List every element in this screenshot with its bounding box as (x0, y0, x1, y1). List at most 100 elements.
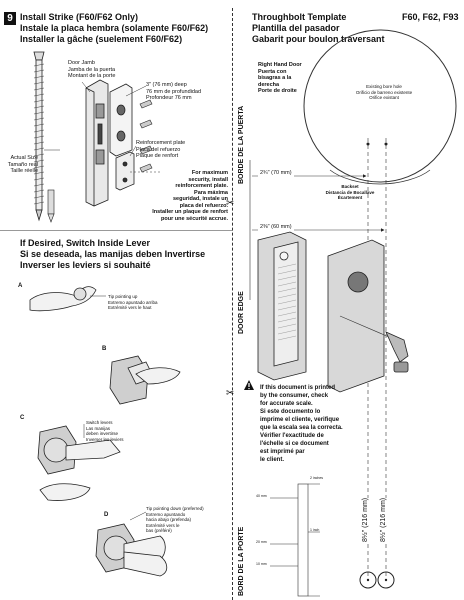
lever-a-icon (29, 286, 97, 312)
switch-levers-label: Switch levers Las manijas deben invertir… (86, 420, 124, 442)
scissors-icon: ✂ (226, 198, 235, 209)
install-strike-illustration (33, 51, 160, 223)
bore-es: Orificio de barreno existente (355, 89, 413, 95)
warning-es-3: que la escala sea la correcta. (260, 425, 343, 431)
actual-size-en: Actual Size (10, 155, 38, 161)
reinforcement-en: Reinforcement plate (136, 140, 186, 146)
backset-fr: Écartement (337, 195, 363, 200)
step-c-label: C (20, 415, 25, 421)
install-strike-title-es: Instale la placa hembra (solamente F60/F… (20, 23, 209, 33)
warning-en-3: for accurate scale. (260, 401, 313, 407)
note-line-4: Para máxima (194, 189, 228, 196)
bore-circle (303, 29, 457, 183)
actual-size-label: Actual Size Tamaño real Taille réelle (0, 155, 38, 175)
dim-70-label: 2¾" (70 mm) (258, 170, 294, 177)
template-title-es: Plantilla del pasador (252, 23, 340, 33)
tip-up-fr: Extrémité vers le haut (108, 305, 152, 310)
scale-20mm: 20 mm (256, 540, 267, 544)
template-models: F60, F62, F93 (402, 12, 459, 22)
warning-icon (244, 380, 254, 390)
door-jamb-es: Jamba de la puerta (68, 66, 116, 73)
actual-size-es: Tamaño real (7, 161, 38, 168)
section-divider (0, 230, 232, 231)
scale-10mm: 10 mm (256, 562, 267, 566)
bore-en: Existing bore hole (366, 84, 402, 89)
warning-es-2: imprime el cliente, verifique (260, 417, 340, 423)
borde-puerta-label: BORDE DE LA PUERTA (238, 105, 245, 184)
door-jamb-en: Door Jamb (68, 60, 95, 66)
switch-levers-en: Switch levers (86, 420, 113, 425)
note-line-7: Installer un plaque de renfort (152, 209, 228, 215)
note-line-8: pour une sécurité accrue. (161, 215, 228, 222)
tip-up-en: Tip pointing up (108, 294, 138, 299)
switch-lever-title-fr: Inverser les leviers si souhaité (20, 260, 151, 270)
warning-fr-3: est imprimé par (260, 449, 305, 455)
template-title-fr: Gabarit pour boulon traversant (252, 34, 385, 44)
max-security-note: For maximum security, install reinforcem… (132, 170, 228, 222)
lever-b-icon (109, 355, 181, 405)
warning-fr-1: Vérifier l'exactitude de (260, 433, 324, 439)
warning-fr-4: le client. (260, 457, 285, 463)
scale-2in: 2 inches (310, 476, 324, 480)
switch-levers-es-2: deben invertirse (86, 431, 119, 436)
door-jamb-label: Door Jamb Jamba de la puerta Montant de … (68, 60, 115, 80)
scissors-icon-lower: ✂ (226, 388, 235, 399)
door-face-illustration (327, 239, 409, 393)
cut-line (232, 8, 233, 600)
bore-fr: Orifice existant (369, 95, 399, 100)
right-hand-door-label: Right Hand Door Puerta con bisagras a la… (258, 62, 302, 95)
screw-icon (33, 51, 45, 222)
door-edge-label: DOOR EDGE (238, 291, 245, 334)
door-jamb-fr: Montant de la porte (68, 73, 116, 79)
scale-40mm: 40 mm (256, 494, 267, 498)
reinforcement-label: Reinforcement plate Placa del refuerzo P… (136, 140, 185, 160)
tip-down-fr-1: Extrémité vers le (146, 522, 180, 528)
tip-up-es: Extremo apuntado arriba (108, 299, 158, 305)
actual-size-fr: Taille réelle (10, 168, 38, 174)
note-line-2: security, install (188, 176, 228, 183)
dim-216-right: 8½" (216 mm) (380, 497, 387, 542)
step-b-label: B (102, 346, 107, 352)
switch-lever-illustration (29, 286, 181, 577)
rhd-es-2: bisagras a la (258, 75, 292, 81)
step-number-badge: 9 (4, 12, 16, 25)
depth-label: 3" (76 mm) deep 76 mm de profundidad Pro… (146, 82, 201, 102)
template-heading: Throughbolt Template Plantilla del pasad… (252, 12, 452, 45)
rhd-fr: Porte de droite (258, 88, 297, 94)
depth-en: 3" (76 mm) deep (146, 82, 187, 88)
install-strike-title-fr: Installer la gâche (suelement F60/F62) (20, 34, 183, 44)
switch-lever-title-en: If Desired, Switch Inside Lever (20, 238, 151, 248)
warning-fr-2: l'échelle si ce document (260, 441, 329, 447)
warning-en-2: by the consumer, check (260, 393, 329, 399)
install-strike-title-en: Install Strike (F60/F62 Only) (20, 12, 139, 22)
tip-down-es-1: Extremo apuntando (146, 511, 186, 517)
scale-ruler (270, 483, 320, 597)
scale-1in: 1 inch (310, 528, 320, 532)
note-line-6: placa del refuerzo. (179, 202, 228, 209)
switch-levers-fr: Inverser les leviers (86, 436, 124, 442)
warning-en-1: If this document is printed (260, 385, 336, 391)
step-a-label: A (18, 283, 23, 289)
reinforcement-es: Placa del refuerzo (136, 146, 181, 153)
switch-levers-es-1: Las manijas (86, 425, 111, 431)
switch-lever-title-es: Si se deseada, las manijas deben Inverti… (20, 249, 206, 259)
dim-216-left: 8½" (216 mm) (362, 497, 369, 542)
existing-bore-label: Existing bore hole Orificio de barreno e… (344, 84, 424, 101)
backset-en: Backset (341, 184, 359, 189)
reinforcement-fr: Plaque de renfort (136, 153, 179, 159)
tip-down-es-2: hacia abajo (prefenda) (146, 517, 192, 522)
template-title-en: Throughbolt Template (252, 12, 347, 22)
lever-c-icon (37, 425, 121, 501)
backset-label: Backset Distancia de Bocallave Écartemen… (318, 184, 382, 201)
bord-porte-label: BORD DE LA PORTE (238, 526, 245, 596)
depth-es: 76 mm de profundidad (146, 88, 202, 95)
backset-es: Distancia de Bocallave (325, 189, 375, 195)
door-illustration (257, 231, 307, 381)
rhd-es-3: derecha (258, 81, 280, 88)
note-line-3: reinforcement plate. (175, 183, 228, 189)
scale-warning: If this document is printed by the consu… (260, 384, 360, 464)
depth-fr: Profondeur 76 mm (146, 95, 192, 101)
note-line-1: For maximum (191, 170, 228, 176)
tip-up-label: Tip pointing up Extremo apuntado arriba … (108, 294, 158, 311)
install-strike-heading: Install Strike (F60/F62 Only) Instale la… (20, 12, 230, 45)
